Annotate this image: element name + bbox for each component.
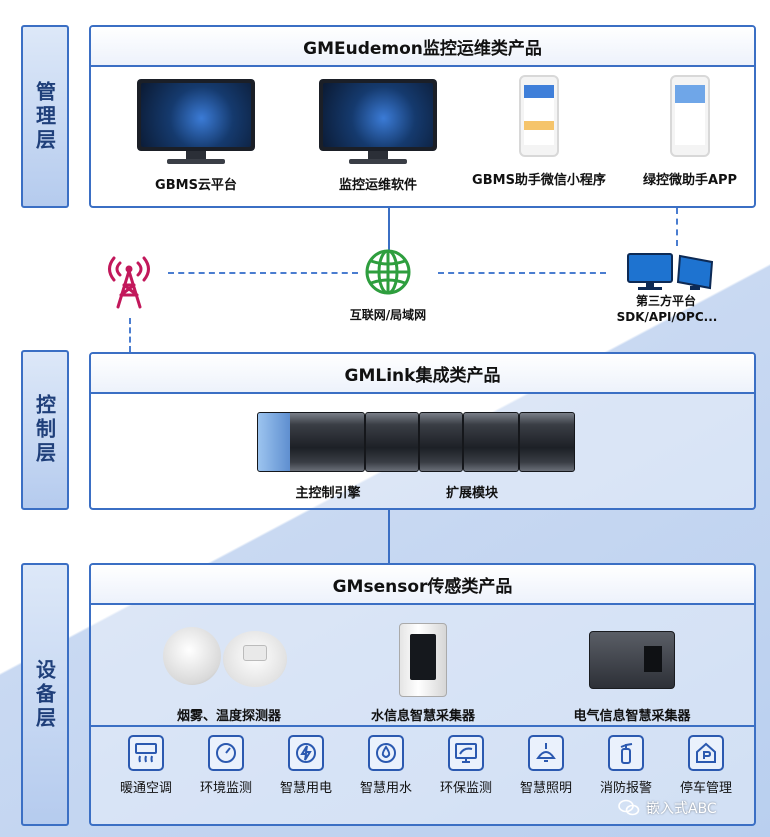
eco-monitor-icon xyxy=(448,735,484,771)
dash-globe-thirdparty xyxy=(438,272,606,274)
electric-collector-image xyxy=(589,631,675,689)
management-panel: GMEudemon监控运维类产品 GBMS云平台 监控运维软件 GBMS助手微信… xyxy=(89,25,756,208)
subsystem-electricity: 智慧用电 xyxy=(273,735,339,796)
smoke-detector-label: 烟雾、温度探测器 xyxy=(176,709,281,724)
gmlink-modules-image xyxy=(257,412,575,472)
monitoring-software-monitor-image xyxy=(319,79,437,164)
control-panel-title: GMLink集成类产品 xyxy=(91,354,754,394)
antenna-icon xyxy=(108,256,150,309)
lighting-label: 智慧照明 xyxy=(519,781,572,796)
smoke-detector-image xyxy=(159,623,299,693)
gbms-cloud-monitor-image xyxy=(137,79,255,164)
gbms-cloud-item: GBMS云平台 xyxy=(131,79,261,193)
expansion-module-label: 扩展模块 xyxy=(445,486,498,501)
fire-extinguisher-icon xyxy=(608,735,644,771)
subsystem-environment: 环境监测 xyxy=(193,735,259,796)
water-label: 智慧用水 xyxy=(359,781,412,796)
parking-icon xyxy=(688,735,724,771)
third-party-label: 第三方平台 xyxy=(635,294,696,308)
subsystem-fire: 消防报警 xyxy=(593,735,659,796)
lightning-icon xyxy=(288,735,324,771)
connector-antenna-control xyxy=(129,318,131,352)
connector-app-thirdparty xyxy=(676,208,678,246)
subsystem-water: 智慧用水 xyxy=(353,735,419,796)
connector-control-device xyxy=(388,510,390,563)
watermark-text: 嵌入式ABC xyxy=(646,801,717,817)
water-drop-icon xyxy=(368,735,404,771)
gbms-cloud-label: GBMS云平台 xyxy=(155,178,237,193)
gauge-icon xyxy=(208,735,244,771)
device-panel-title: GMsensor传感类产品 xyxy=(91,565,754,605)
subsystem-eco: 环保监测 xyxy=(433,735,499,796)
electricity-label: 智慧用电 xyxy=(279,781,332,796)
monitoring-software-item: 监控运维软件 xyxy=(313,79,443,193)
hvac-icon xyxy=(128,735,164,771)
eco-label: 环保监测 xyxy=(439,781,492,796)
subsystem-row: 暖通空调 环境监测 智慧用电 智慧用水 环保监测 xyxy=(91,725,754,824)
electric-collector-label: 电气信息智慧采集器 xyxy=(573,709,691,724)
connector-mgmt-network xyxy=(388,208,390,250)
wechat-icon xyxy=(618,799,640,816)
subsystem-lighting: 智慧照明 xyxy=(513,735,579,796)
layer-label-device: 设备层 xyxy=(21,563,69,826)
lvkong-app-item: 绿控微助手APP xyxy=(625,75,755,188)
environment-label: 环境监测 xyxy=(199,781,252,796)
third-party-sdk-label: SDK/API/OPC... xyxy=(616,310,718,324)
layer-label-management: 管理层 xyxy=(21,25,69,208)
management-panel-title: GMEudemon监控运维类产品 xyxy=(91,27,754,67)
dash-antenna-globe xyxy=(168,272,358,274)
lvkong-app-label: 绿控微助手APP xyxy=(642,173,738,188)
parking-label: 停车管理 xyxy=(679,781,732,796)
control-panel: GMLink集成类产品 主控制引擎 扩展模块 xyxy=(89,352,756,510)
wechat-mini-program-label: GBMS助手微信小程序 xyxy=(472,173,606,188)
subsystem-hvac: 暖通空调 xyxy=(113,735,179,796)
water-collector-label: 水信息智慧采集器 xyxy=(370,709,475,724)
lamp-icon xyxy=(528,735,564,771)
layer-label-control: 控制层 xyxy=(21,350,69,510)
fire-label: 消防报警 xyxy=(599,781,652,796)
third-party-monitors-icon xyxy=(627,253,714,290)
hvac-label: 暖通空调 xyxy=(119,781,172,796)
wechat-mini-program-item: GBMS助手微信小程序 xyxy=(459,75,619,188)
lvkong-app-phone-image xyxy=(670,75,710,157)
watermark: 嵌入式ABC xyxy=(618,798,717,818)
wechat-mini-program-phone-image xyxy=(519,75,559,157)
subsystem-parking: 停车管理 xyxy=(673,735,739,796)
monitoring-software-label: 监控运维软件 xyxy=(338,178,417,193)
water-collector-image xyxy=(399,623,447,697)
network-label: 互联网/局域网 xyxy=(349,308,427,322)
globe-icon xyxy=(365,249,411,295)
device-panel: GMsensor传感类产品 烟雾、温度探测器 水信息智慧采集器 电气信息智慧采集… xyxy=(89,563,756,826)
main-engine-label: 主控制引擎 xyxy=(295,486,361,501)
